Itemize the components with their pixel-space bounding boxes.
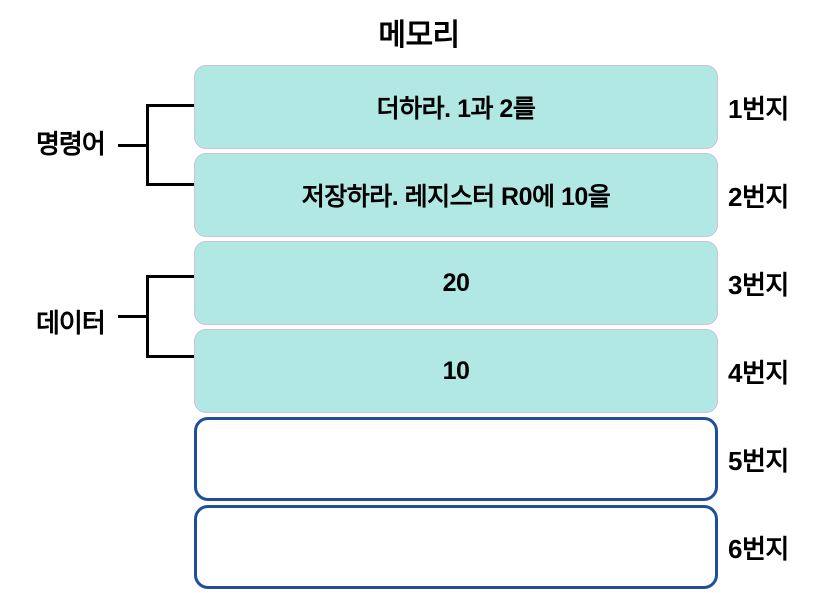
address-label: 2번지 <box>728 181 789 212</box>
address-label: 1번지 <box>728 93 789 124</box>
bracket-arm-top <box>146 104 198 107</box>
instruction-group-label: 명령어 <box>36 129 106 159</box>
page-title: 메모리 <box>378 19 460 52</box>
memory-cell <box>194 505 718 589</box>
address-label: 4번지 <box>728 357 789 388</box>
address-label: 5번지 <box>728 445 789 476</box>
memory-cell <box>194 417 718 501</box>
address-label-column: 1번지 2번지 3번지 4번지 5번지 6번지 <box>728 65 838 593</box>
address-label: 6번지 <box>728 533 789 564</box>
bracket-stub <box>118 143 146 147</box>
memory-cell-stack: 더하라. 1과 2를 저장하라. 레지스터 R0에 10을 20 10 <box>194 65 718 593</box>
memory-cell: 20 <box>194 241 718 325</box>
bracket-arm-bottom <box>146 183 198 186</box>
memory-cell: 저장하라. 레지스터 R0에 10을 <box>194 153 718 237</box>
memory-cell-content: 20 <box>442 268 470 297</box>
bracket-vertical-line <box>146 104 149 186</box>
instruction-group-bracket <box>118 104 198 186</box>
bracket-arm-bottom <box>146 355 198 358</box>
bracket-vertical-line <box>146 275 149 358</box>
address-label: 3번지 <box>728 269 789 300</box>
data-group-label: 데이터 <box>36 308 106 338</box>
memory-cell-content: 10 <box>442 356 470 385</box>
bracket-stub <box>118 315 146 318</box>
bracket-arm-top <box>146 275 198 278</box>
memory-cell-content: 더하라. 1과 2를 <box>376 95 536 123</box>
data-group-bracket <box>118 275 198 358</box>
memory-cell: 더하라. 1과 2를 <box>194 65 718 149</box>
memory-cell: 10 <box>194 329 718 413</box>
memory-cell-content: 저장하라. 레지스터 R0에 10을 <box>301 183 611 211</box>
